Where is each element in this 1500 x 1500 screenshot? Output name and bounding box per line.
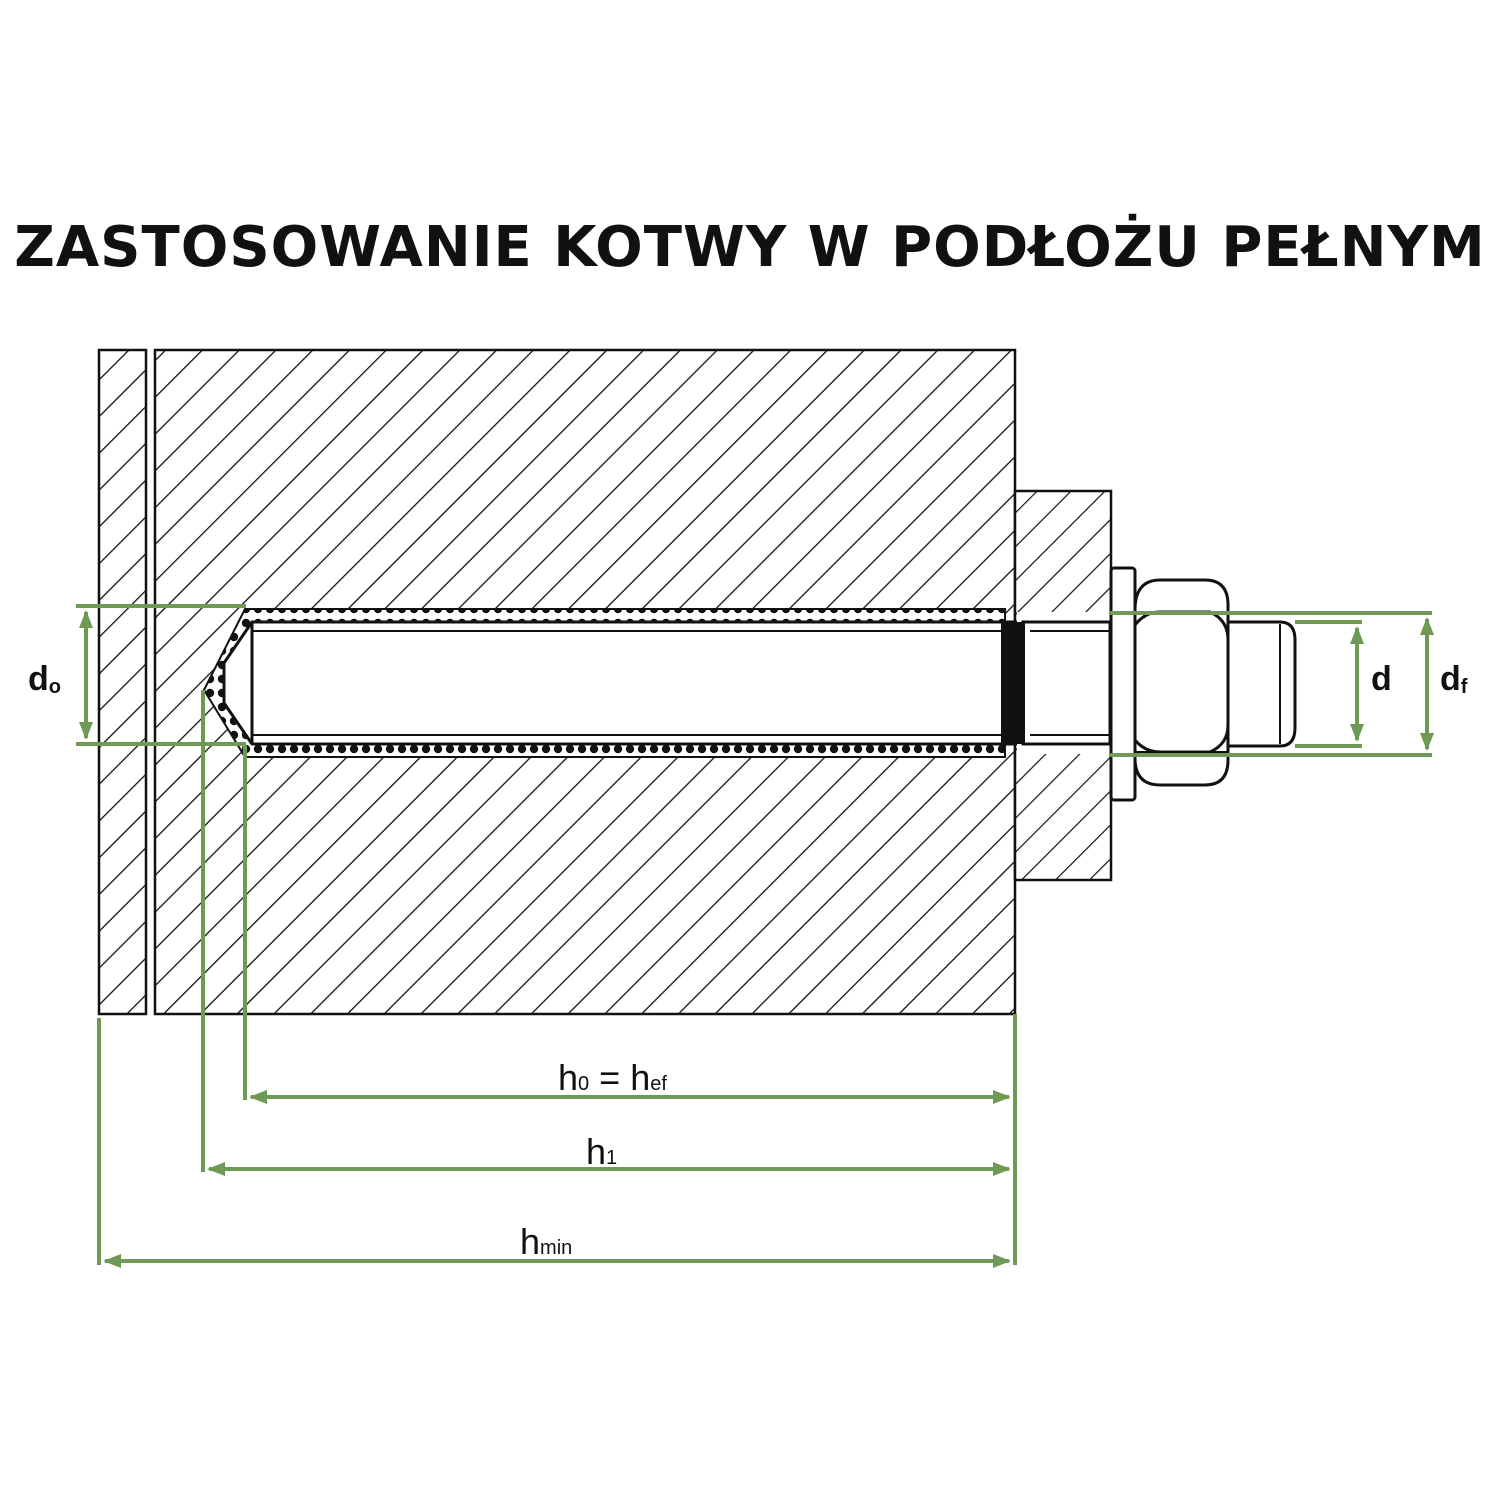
threaded-rod — [222, 620, 1114, 746]
dimension-df — [1110, 611, 1434, 757]
diagram-title: ZASTOSOWANIE KOTWY W PODŁOŻU PEŁNYM — [14, 215, 1486, 280]
washer — [1109, 566, 1137, 802]
label-h0-hef: h0 = hef — [558, 1057, 667, 1098]
label-df: df — [1440, 660, 1468, 698]
dimension-d — [1295, 620, 1364, 748]
label-hmin: hmin — [520, 1221, 572, 1262]
base-material-strip — [97, 348, 148, 1016]
dimension-d0 — [76, 604, 246, 746]
label-d: d — [1371, 660, 1392, 698]
dimension-h1 — [201, 690, 1011, 1176]
label-d0: do — [28, 660, 61, 698]
rod-end — [1226, 620, 1297, 748]
label-h1: h1 — [586, 1131, 617, 1172]
dimension-h0-hef — [243, 745, 1017, 1265]
dimension-hmin — [97, 1018, 1011, 1268]
